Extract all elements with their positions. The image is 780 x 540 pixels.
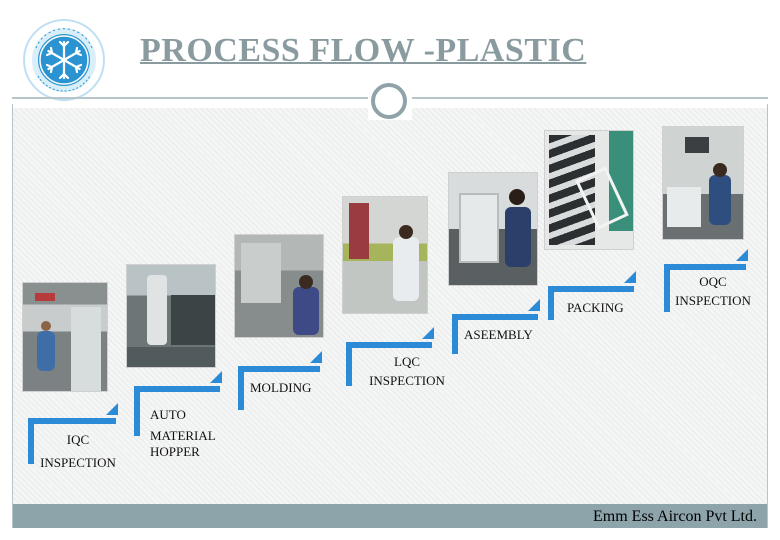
footer-bar: Emm Ess Aircon Pvt Ltd.: [13, 504, 767, 528]
step-label-auto-material-hopper: AUTO MATERIAL HOPPER: [150, 407, 216, 458]
company-name: Emm Ess Aircon Pvt Ltd.: [593, 508, 757, 526]
step-label-lqc: LQC INSPECTION: [366, 354, 448, 390]
step-label-packing: PACKING: [567, 300, 624, 317]
photo-iqc-inspection: [22, 282, 108, 392]
step-label-iqc: IQC INSPECTION: [36, 432, 120, 472]
photo-packing: [544, 130, 634, 250]
header-divider-left: [12, 97, 368, 99]
company-logo: [22, 18, 106, 102]
header-divider-right: [412, 97, 768, 99]
photo-molding: [234, 234, 324, 338]
step-label-assembly: ASEEMBLY: [464, 327, 533, 344]
photo-auto-material-hopper: [126, 264, 216, 368]
step-label-molding: MOLDING: [250, 380, 311, 397]
step-label-oqc: OQC INSPECTION: [672, 274, 754, 310]
page-title: PROCESS FLOW -PLASTIC: [140, 32, 640, 70]
photo-assembly: [448, 172, 538, 286]
divider-circle-icon: [371, 83, 407, 119]
photo-oqc-inspection: [662, 126, 744, 240]
photo-lqc-inspection: [342, 196, 428, 314]
